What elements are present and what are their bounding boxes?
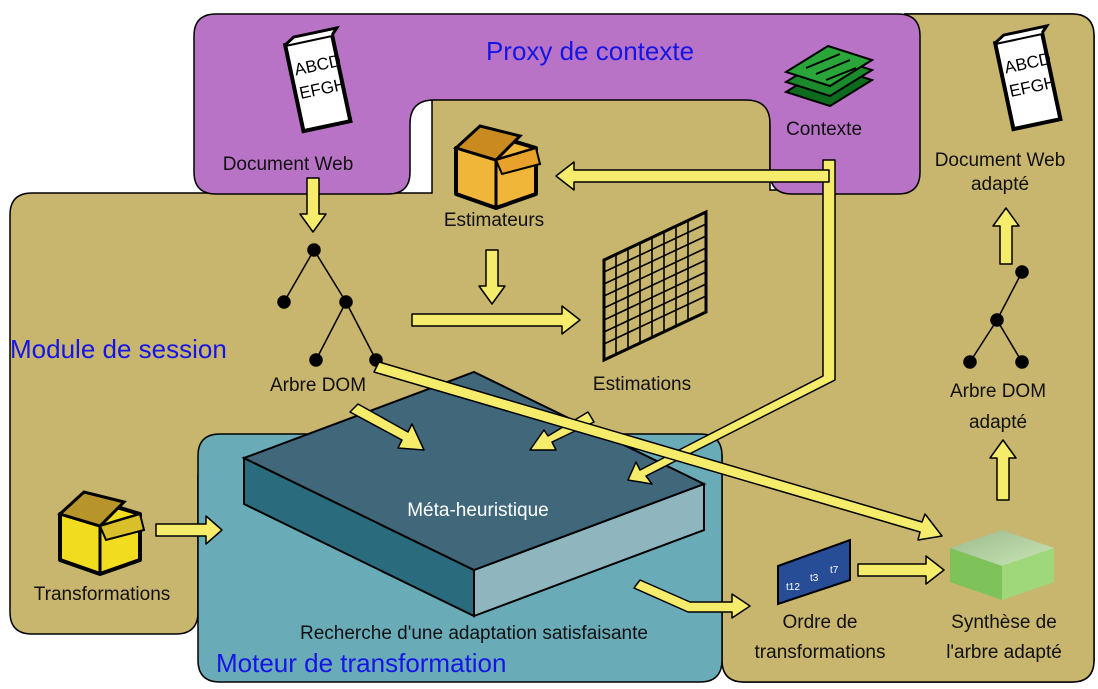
adapted-dom-tree-icon xyxy=(963,265,1029,369)
arrow-dom-to-estimations xyxy=(411,305,581,335)
document-web-label: Document Web xyxy=(223,154,354,175)
grid-table-icon xyxy=(602,209,708,363)
session-title: Module de session xyxy=(10,334,227,364)
stacked-cards-icon xyxy=(783,44,875,108)
synthese-label-line2: l'arbre adapté xyxy=(946,642,1062,663)
arbre-dom-adapted-line1: Arbre DOM xyxy=(950,381,1046,402)
arrow-synthese-to-arbre xyxy=(989,439,1017,501)
open-box-icon xyxy=(57,490,146,576)
open-box-icon xyxy=(453,124,542,210)
arrow-dom-to-meta xyxy=(349,403,425,451)
arrow-context-to-estimateurs xyxy=(555,161,830,191)
meta-heuristique-label: Méta-heuristique xyxy=(407,500,549,521)
arrow-arbre-to-doc xyxy=(992,207,1020,265)
arrow-ordre-to-synthese xyxy=(857,555,945,585)
document-web-adapted-line2: adapté xyxy=(971,174,1029,195)
arrow-estimateurs-down xyxy=(478,249,506,305)
proxy-title: Proxy de contexte xyxy=(486,36,694,66)
arbre-dom-adapted-line2: adapté xyxy=(969,412,1027,433)
session-module-region xyxy=(9,13,1095,683)
transformations-label: Transformations xyxy=(34,584,171,605)
svg-text:t12: t12 xyxy=(786,582,800,593)
arrow-meta-to-ordre xyxy=(633,579,751,619)
estimations-label: Estimations xyxy=(593,374,691,395)
dom-tree-icon xyxy=(277,243,383,367)
proxy-region xyxy=(193,13,921,195)
document-page-icon: ABCD EFGH xyxy=(992,23,1063,132)
document-page-icon: ABCD EFGH xyxy=(282,25,353,134)
arbre-dom-label: Arbre DOM xyxy=(270,375,366,396)
ordre-label-line1: Ordre de xyxy=(783,612,858,633)
meta-heuristic-slab xyxy=(241,370,707,618)
order-card-icon: t12 t3 t7 xyxy=(777,538,851,606)
svg-text:t3: t3 xyxy=(810,573,819,584)
synthese-label-line1: Synthèse de xyxy=(951,612,1057,633)
estimateurs-label: Estimateurs xyxy=(444,210,544,231)
document-web-adapted-line1: Document Web xyxy=(935,150,1066,171)
arrow-transformations-to-meta xyxy=(155,515,223,545)
engine-title: Moteur de transformation xyxy=(216,648,506,678)
contexte-label: Contexte xyxy=(786,119,862,140)
arrow-doc-to-dom xyxy=(299,177,327,233)
recherche-label: Recherche d'une adaptation satisfaisante xyxy=(300,623,648,644)
arrow-dom-to-synthese xyxy=(373,361,943,541)
green-cube-icon xyxy=(950,530,1054,600)
arrow-context-line xyxy=(627,159,836,485)
svg-text:t7: t7 xyxy=(830,565,839,576)
ordre-label-line2: transformations xyxy=(755,642,886,663)
